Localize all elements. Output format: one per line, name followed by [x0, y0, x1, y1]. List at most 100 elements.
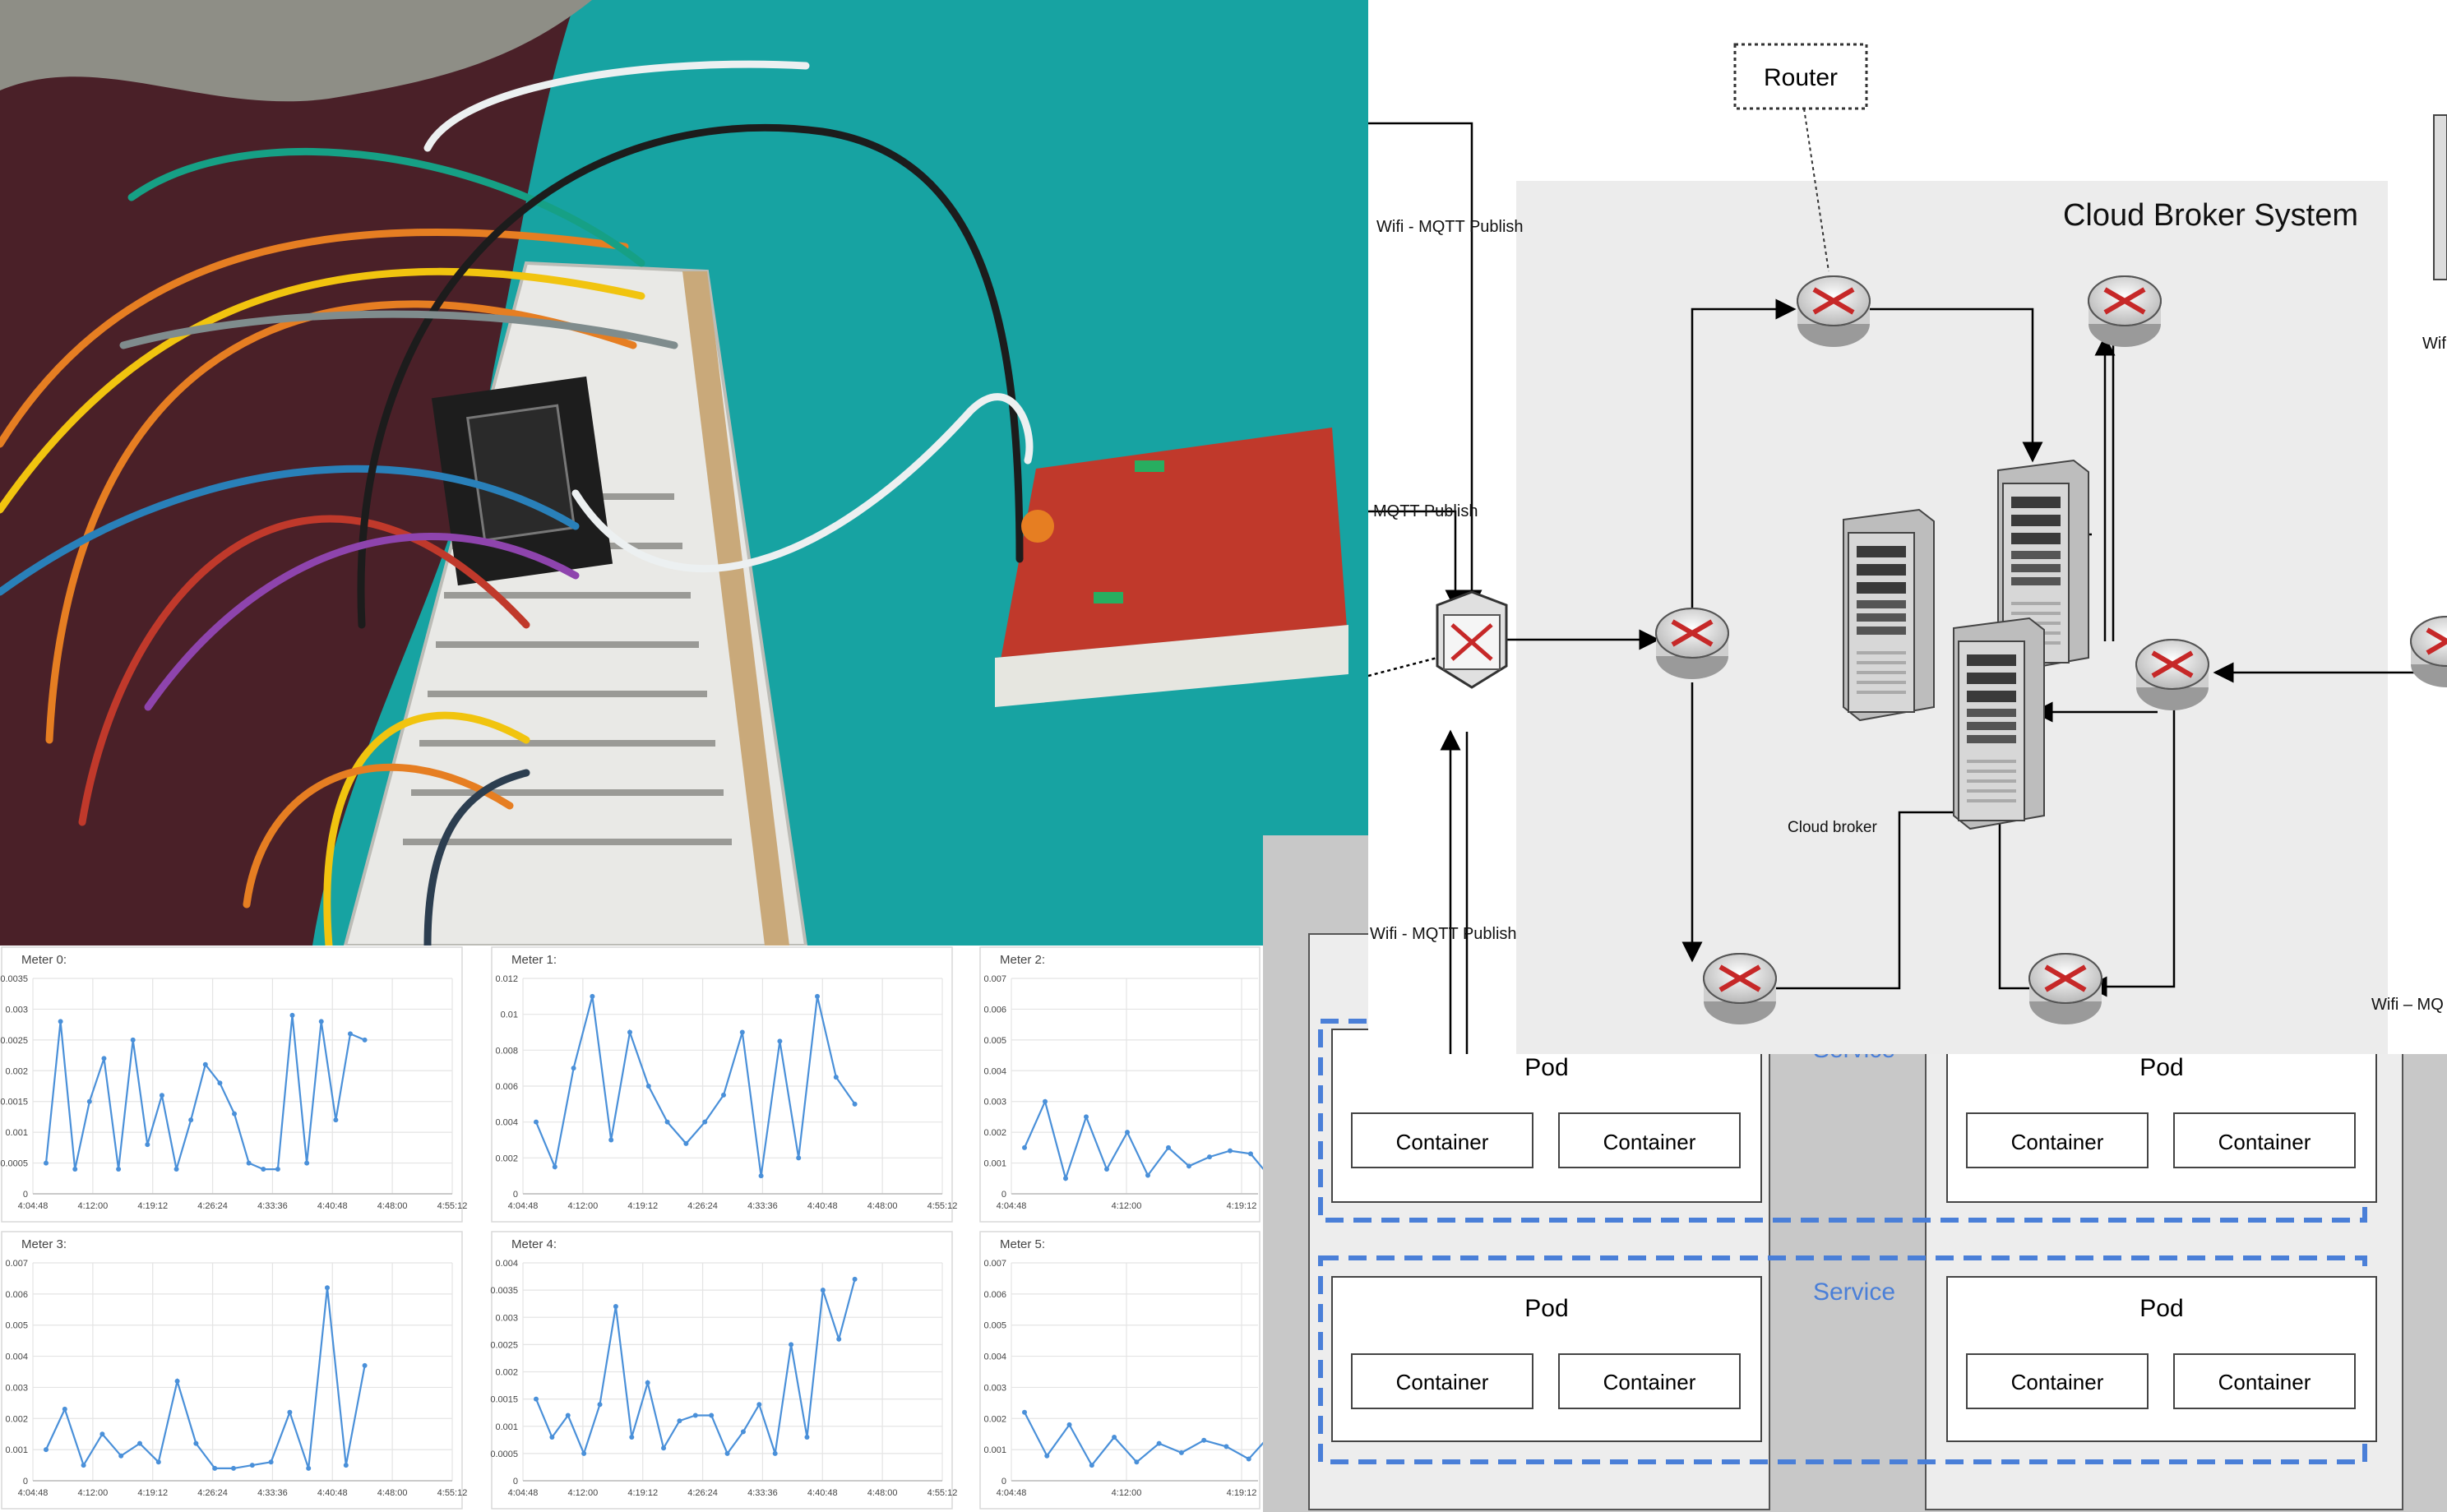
series-line [534, 996, 856, 1177]
data-point [362, 1037, 368, 1043]
router-icon [2029, 954, 2102, 1024]
container-label: Container [2011, 1370, 2104, 1394]
container-label: Container [1603, 1370, 1696, 1394]
data-point [664, 1119, 670, 1125]
y-tick-label: 0.002 [5, 1414, 28, 1424]
x-tick-label: 4:19:12 [1227, 1488, 1257, 1498]
data-point [852, 1276, 858, 1282]
y-tick-label: 0.002 [5, 1066, 28, 1076]
data-point [645, 1380, 650, 1385]
x-tick-label: 4:48:00 [377, 1488, 408, 1498]
data-point [173, 1167, 179, 1172]
data-point [590, 993, 595, 999]
data-point [1228, 1148, 1233, 1154]
meter-chart-3: Meter 3:00.0010.0020.0030.0040.0050.0060… [1, 1231, 467, 1510]
data-point [571, 1066, 576, 1071]
x-tick-label: 4:12:00 [1112, 1201, 1142, 1211]
router-icon [2089, 276, 2161, 347]
y-tick-label: 0.002 [983, 1414, 1006, 1424]
data-point [796, 1155, 802, 1161]
data-point [202, 1061, 208, 1067]
data-point [739, 1029, 745, 1035]
data-point [72, 1167, 78, 1172]
data-point [231, 1465, 236, 1471]
data-point [343, 1463, 349, 1468]
x-tick-label: 4:12:00 [78, 1488, 109, 1498]
y-tick-label: 0.0015 [0, 1098, 28, 1107]
data-point [815, 993, 820, 999]
x-tick-label: 4:48:00 [867, 1201, 898, 1211]
data-point [1043, 1098, 1048, 1104]
x-tick-label: 4:26:24 [197, 1201, 228, 1211]
data-point [789, 1342, 794, 1348]
y-tick-label: 0.005 [983, 1036, 1006, 1046]
data-point [318, 1019, 324, 1024]
data-point [289, 1012, 295, 1018]
service-box-top [1318, 1019, 2367, 1223]
data-point [709, 1413, 715, 1418]
y-tick-label: 0.001 [5, 1128, 28, 1138]
data-point [188, 1117, 194, 1123]
x-tick-label: 4:04:48 [508, 1488, 539, 1498]
data-point [1022, 1409, 1027, 1415]
data-point [1104, 1167, 1109, 1172]
cloud-broker-system-area [1516, 181, 2388, 1054]
data-point [1224, 1444, 1229, 1450]
data-point [721, 1092, 726, 1098]
x-tick-label: 4:48:00 [377, 1201, 408, 1211]
data-point [1044, 1453, 1050, 1459]
data-point [1246, 1456, 1251, 1462]
data-point [137, 1440, 142, 1446]
container-label: Container [2011, 1130, 2104, 1154]
data-point [232, 1111, 238, 1117]
data-point [820, 1288, 826, 1293]
data-point [145, 1142, 150, 1148]
y-tick-label: 0.003 [983, 1383, 1006, 1393]
chart-title: Meter 5: [1000, 1237, 1045, 1251]
x-tick-label: 4:40:48 [807, 1201, 838, 1211]
y-tick-label: 0 [1001, 1477, 1006, 1487]
data-point [581, 1450, 587, 1456]
data-point [246, 1160, 252, 1166]
data-point [1112, 1435, 1117, 1440]
router-icon [2136, 640, 2209, 710]
data-point [534, 1396, 539, 1402]
data-point [549, 1435, 555, 1440]
x-tick-label: 4:26:24 [687, 1201, 718, 1211]
router-label: Router [1764, 64, 1838, 91]
data-point [627, 1029, 632, 1035]
router-icon [1656, 608, 1728, 679]
link-label-right-top: Wifi [2422, 335, 2447, 353]
x-tick-label: 4:48:00 [867, 1488, 898, 1498]
pod-top-left: Pod Container Container [1331, 1029, 1762, 1203]
data-point [1178, 1450, 1184, 1455]
data-point [740, 1429, 746, 1435]
pod-bottom-right: Pod Container Container [1946, 1276, 2377, 1442]
data-point [1166, 1144, 1171, 1150]
x-tick-label: 4:19:12 [137, 1201, 168, 1211]
router-box [1733, 43, 1868, 110]
data-point [325, 1285, 330, 1291]
data-point [1022, 1144, 1027, 1150]
data-point [362, 1362, 368, 1368]
data-point [44, 1160, 49, 1166]
y-tick-label: 0 [513, 1190, 518, 1200]
hardware-photo [0, 0, 1368, 946]
link-label-bottom: Wifi - MQTT Publish [1370, 925, 1517, 943]
data-point [306, 1465, 312, 1471]
network-diagram: Cloud Broker System Router Wifi [1368, 0, 2447, 1054]
data-point [130, 1037, 136, 1043]
chart-title: Meter 1: [511, 953, 557, 967]
y-tick-label: 0.005 [5, 1321, 28, 1331]
pod-top-right: Pod Container Container [1946, 1029, 2377, 1203]
meter-chart-5: Meter 5:00.0010.0020.0030.0040.0050.0060… [979, 1231, 1263, 1510]
y-tick-label: 0.004 [495, 1259, 518, 1269]
y-tick-label: 0.006 [983, 1290, 1006, 1300]
data-point [249, 1463, 255, 1468]
data-point [772, 1450, 778, 1456]
data-point [534, 1119, 539, 1125]
series-line [1024, 1412, 1263, 1468]
server-icon [1843, 509, 1935, 721]
x-tick-label: 4:19:12 [627, 1488, 658, 1498]
data-point [804, 1435, 810, 1440]
